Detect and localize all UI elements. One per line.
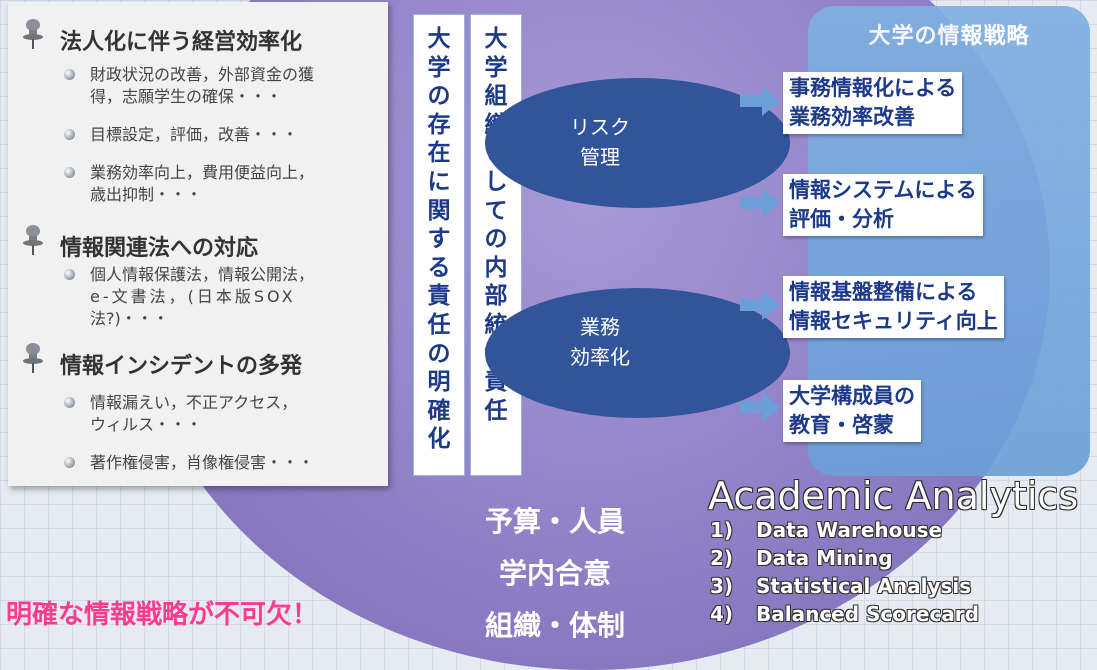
vertical-label-char: 責 bbox=[427, 283, 451, 310]
vertical-label-char: の bbox=[484, 226, 508, 253]
section-heading: 法人化に伴う経営効率化 bbox=[60, 30, 303, 55]
vertical-label-char: 存 bbox=[427, 111, 451, 138]
arrow-right-icon bbox=[740, 86, 780, 116]
bullet-icon bbox=[64, 167, 75, 178]
center-word-organization: 組織・体制 bbox=[484, 609, 625, 642]
vertical-label-char: 大 bbox=[427, 26, 451, 52]
vertical-label-char: て bbox=[484, 197, 508, 224]
vertical-label-char: 大 bbox=[484, 26, 508, 52]
vertical-label-char: 組 bbox=[484, 83, 508, 110]
strategy-item-education: 大学構成員の 教育・啓蒙 bbox=[783, 380, 921, 442]
analytics-item: 2)Data Mining bbox=[710, 546, 893, 570]
vertical-label-text: 大学の存在に関する責任の明確化 bbox=[414, 25, 464, 454]
vertical-label-char: る bbox=[427, 254, 451, 281]
list-item-text: 情報漏えい，不正アクセス， ウィルス・・・ bbox=[90, 393, 298, 434]
bullet-icon bbox=[64, 457, 75, 468]
vertical-label-char: 在 bbox=[427, 140, 451, 167]
vertical-label-char: 任 bbox=[484, 397, 508, 424]
strategy-item-office-it: 事務情報化による 業務効率改善 bbox=[783, 72, 963, 134]
ellipse-risk-management: リスク 管理 bbox=[485, 78, 790, 208]
list-item-text: 著作権侵害，肖像権侵害・・・ bbox=[90, 453, 315, 472]
vertical-label-char: 学 bbox=[427, 54, 451, 81]
vertical-label-char: 確 bbox=[427, 397, 451, 424]
arrow-right-icon bbox=[740, 392, 780, 422]
vertical-label-char: に bbox=[427, 168, 451, 195]
ellipse-label: 業務 効率化 bbox=[570, 315, 630, 369]
analytics-item: 4)Balanced Scorecard bbox=[710, 602, 979, 626]
ellipse-efficiency: 業務 効率化 bbox=[485, 288, 790, 418]
section-heading: 情報インシデントの多発 bbox=[60, 354, 303, 379]
vertical-label-internal-control: 大学組織としての内部統制責任 bbox=[470, 14, 522, 476]
vertical-label-char: 化 bbox=[427, 426, 451, 453]
bullet-icon bbox=[64, 129, 75, 140]
ellipse-label: リスク 管理 bbox=[570, 115, 630, 169]
list-item-text: 個人情報保護法，情報公開法， e-文書法，(日本版SOX 法?)・・・ bbox=[90, 265, 315, 328]
vertical-label-university-responsibility: 大学の存在に関する責任の明確化 bbox=[413, 14, 465, 476]
list-item-text: 目標設定，評価，改善・・・ bbox=[90, 125, 299, 144]
vertical-label-char: 明 bbox=[427, 369, 451, 396]
strategy-item-security: 情報基盤整備による 情報セキュリティ向上 bbox=[783, 276, 1004, 338]
list-item-text: 財政状況の改善，外部資金の獲 得，志願学生の確保・・・ bbox=[90, 65, 315, 106]
arrow-right-icon bbox=[740, 290, 780, 320]
strategy-item-evaluation: 情報システムによる 評価・分析 bbox=[783, 174, 983, 236]
issues-panel: 法人化に伴う経営効率化 財政状況の改善，外部資金の獲 得，志願学生の確保・・・ … bbox=[8, 2, 388, 486]
vertical-label-char: す bbox=[427, 226, 451, 253]
callout-text: 明確な情報戦略が不可欠！ bbox=[6, 600, 319, 630]
bullet-icon bbox=[64, 269, 75, 280]
vertical-label-char: し bbox=[484, 168, 508, 195]
bullet-icon bbox=[64, 69, 75, 80]
vertical-label-char: の bbox=[427, 83, 451, 110]
vertical-label-char: の bbox=[427, 340, 451, 367]
pushpin-icon bbox=[23, 343, 43, 373]
bullet-icon bbox=[64, 397, 75, 408]
academic-analytics-title: Academic Analytics bbox=[708, 474, 1079, 518]
list-item-text: 業務効率向上，費用便益向上， 歳出抑制・・・ bbox=[90, 163, 315, 204]
vertical-label-char: 学 bbox=[484, 54, 508, 81]
strategy-panel-title: 大学の情報戦略 bbox=[868, 24, 1030, 49]
vertical-label-char: 関 bbox=[427, 197, 451, 224]
vertical-label-char: 内 bbox=[484, 254, 508, 281]
analytics-item: 3)Statistical Analysis bbox=[710, 574, 972, 598]
pushpin-icon bbox=[23, 225, 43, 255]
center-word-budget: 予算・人員 bbox=[484, 505, 625, 538]
pushpin-icon bbox=[23, 19, 43, 49]
analytics-item: 1)Data Warehouse bbox=[710, 518, 943, 542]
vertical-label-char: 部 bbox=[484, 283, 508, 310]
vertical-label-char: 任 bbox=[427, 311, 451, 338]
arrow-right-icon bbox=[740, 188, 780, 218]
center-word-consensus: 学内合意 bbox=[498, 557, 611, 590]
section-heading: 情報関連法への対応 bbox=[60, 236, 259, 261]
